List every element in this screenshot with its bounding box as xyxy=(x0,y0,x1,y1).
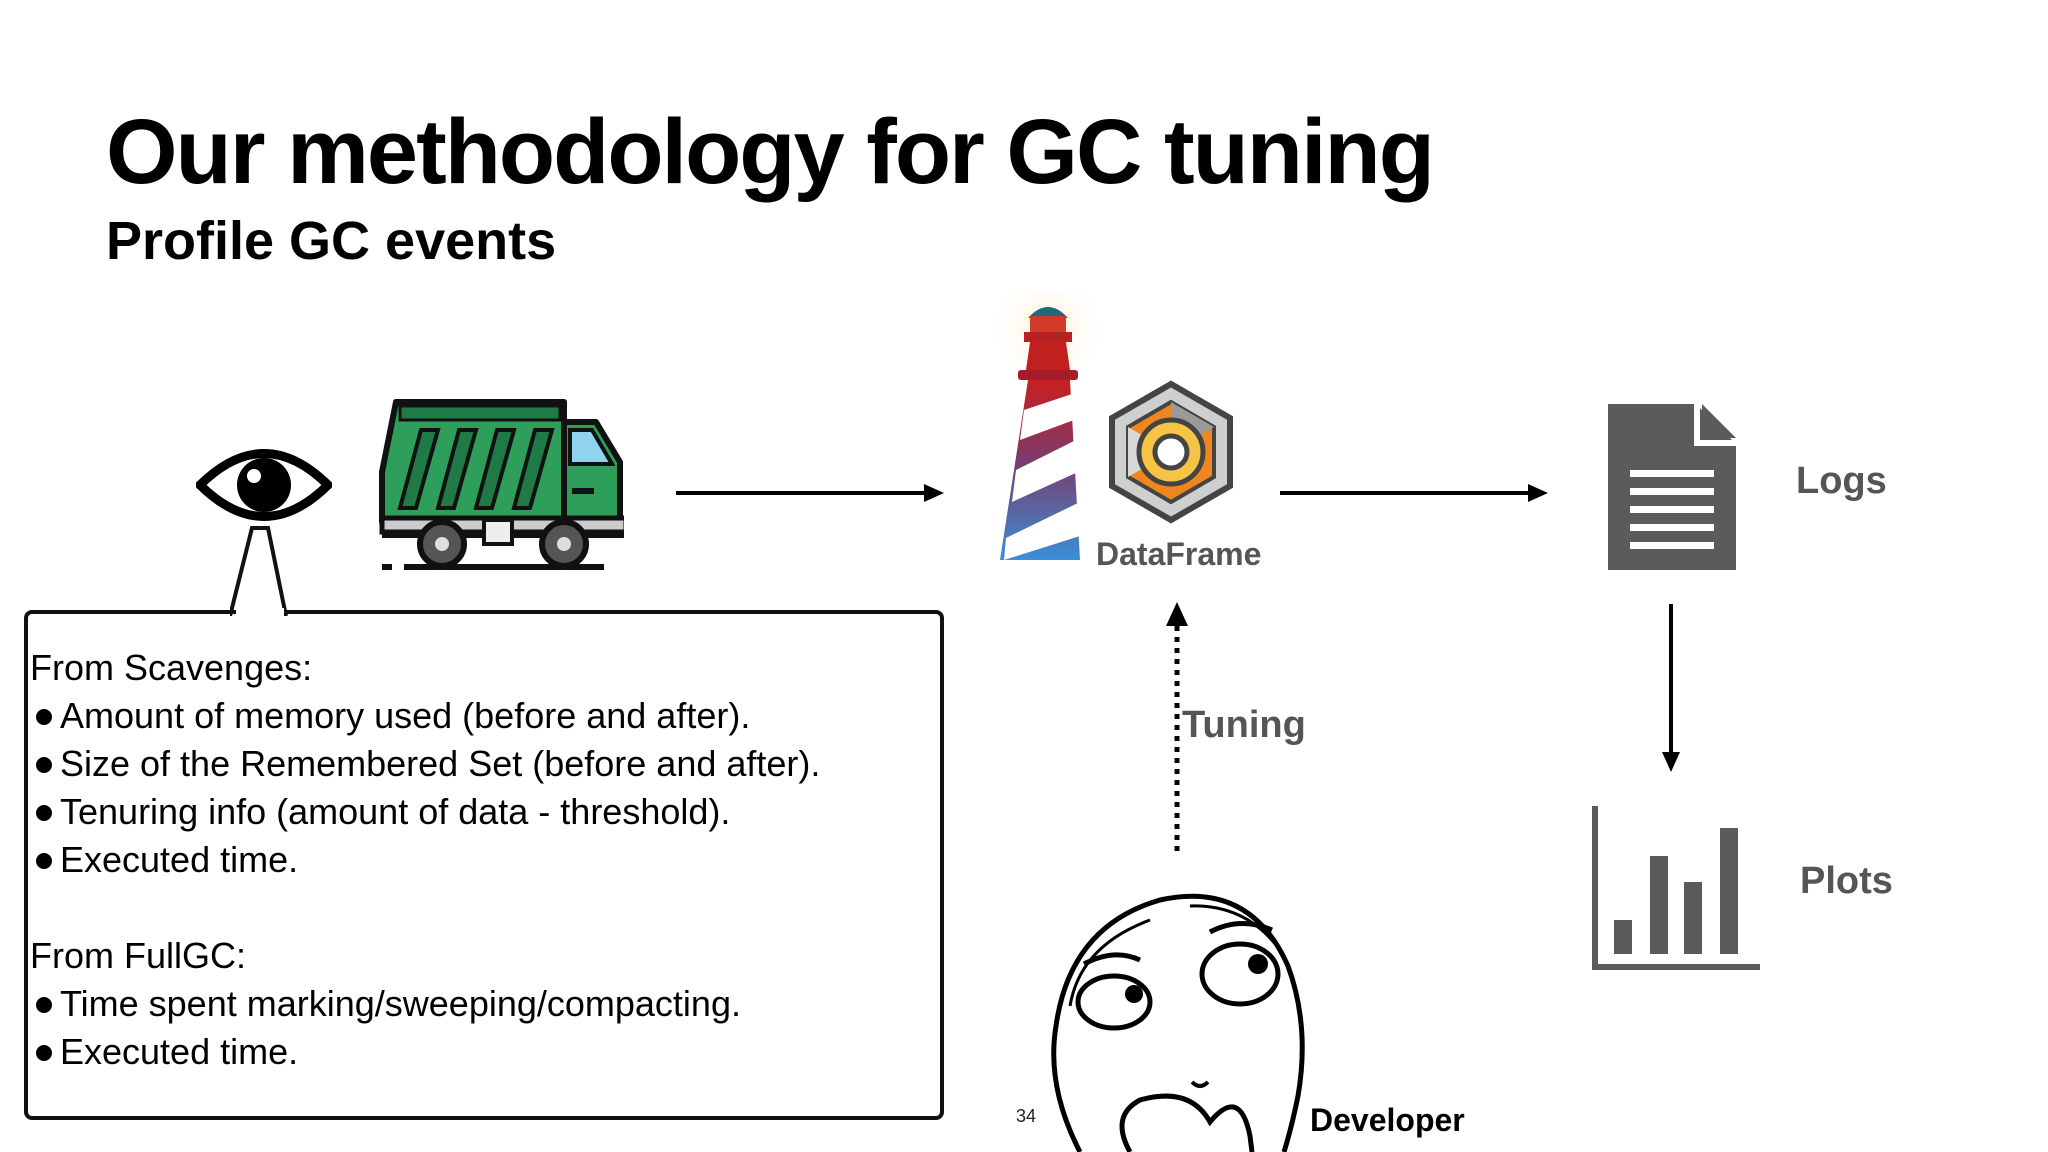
fullgc-heading: From FullGC: xyxy=(30,935,246,976)
list-item: Amount of memory used (before and after)… xyxy=(30,692,930,740)
plots-label: Plots xyxy=(1800,860,1893,902)
logs-label: Logs xyxy=(1796,460,1887,502)
tuning-arrow xyxy=(1166,602,1188,856)
list-item: Time spent marking/sweeping/compacting. xyxy=(30,980,930,1028)
info-callout-box xyxy=(24,610,944,1120)
slide-title: Our methodology for GC tuning xyxy=(106,101,1435,203)
eye-icon xyxy=(196,449,332,521)
scavenges-heading: From Scavenges: xyxy=(30,647,313,688)
callout-tail xyxy=(230,526,288,616)
list-item: Executed time. xyxy=(30,1028,930,1076)
callout-tail-joint xyxy=(236,608,284,618)
page-number: 34 xyxy=(1016,1106,1037,1126)
callout-content: From Scavenges: Amount of memory used (b… xyxy=(30,644,930,1076)
list-item: Executed time. xyxy=(30,836,930,884)
scavenges-list: Amount of memory used (before and after)… xyxy=(30,692,930,884)
bar-chart-icon xyxy=(1592,806,1760,970)
list-item: Size of the Remembered Set (before and a… xyxy=(30,740,930,788)
slide-subtitle: Profile GC events xyxy=(106,211,557,271)
developer-label: Developer xyxy=(1310,1102,1465,1138)
thinking-face-icon xyxy=(1051,893,1305,1152)
garbage-truck-icon xyxy=(379,399,624,570)
dataframe-label: DataFrame xyxy=(1096,536,1262,572)
document-icon xyxy=(1608,404,1736,570)
fullgc-list: Time spent marking/sweeping/compacting. … xyxy=(30,980,930,1076)
arrow-to-dataframe xyxy=(676,484,944,502)
list-item: Tenuring info (amount of data - threshol… xyxy=(30,788,930,836)
lighthouse-icon xyxy=(988,290,1108,560)
dataframe-logo-icon xyxy=(1109,380,1233,524)
arrow-to-logs xyxy=(1280,484,1548,502)
arrow-to-plots xyxy=(1662,604,1680,772)
tuning-label: Tuning xyxy=(1182,704,1306,746)
